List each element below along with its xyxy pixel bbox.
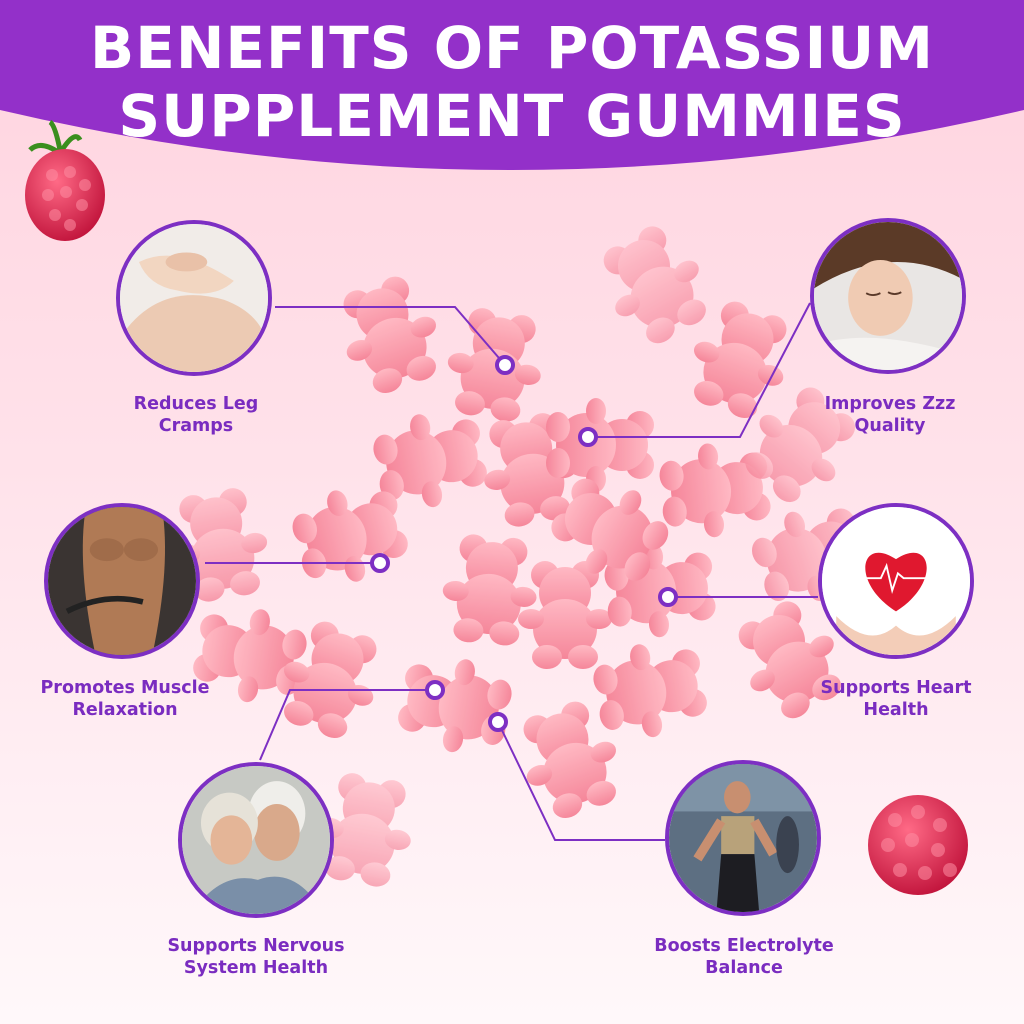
gummy-bear: [368, 404, 492, 516]
gummy-bear: [588, 634, 712, 746]
gummy-bear: [285, 475, 415, 595]
gummy-bear: [539, 462, 681, 598]
gummy-bear: [327, 268, 453, 402]
benefit-label-nervous-system: Supports Nervous System Health: [167, 936, 345, 978]
muscle-man-photo-icon: [44, 503, 200, 659]
benefit-label-electrolyte-balance: Boosts Electrolyte Balance: [654, 936, 834, 978]
legs-photo-icon: [116, 220, 272, 376]
gummy-bear: [587, 214, 723, 356]
benefit-label-leg-cramps: Reduces Leg Cramps: [133, 394, 259, 436]
benefit-label-zzz-quality: Improves Zzz Quality: [824, 394, 956, 436]
connector-lines: [205, 302, 818, 841]
gummy-bear: [267, 613, 393, 747]
connector-dots: [370, 355, 678, 732]
gummy-bear: [439, 303, 551, 427]
title-line-1: BENEFITS OF POTASSIUM: [90, 14, 934, 82]
header-banner: [0, 0, 1024, 170]
raspberry-icon: [868, 795, 968, 895]
benefit-label-muscle-relaxation: Promotes Muscle Relaxation: [40, 678, 210, 720]
title-line-2: SUPPLEMENT GUMMIES: [118, 82, 906, 150]
gummy-bear: [474, 408, 586, 532]
gummy-bear: [657, 438, 773, 542]
benefit-label-heart-health: Supports Heart Health: [820, 678, 972, 720]
gummy-bear: [602, 538, 718, 642]
sleeping-woman-photo-icon: [810, 218, 966, 374]
gummy-bear: [518, 561, 612, 669]
senior-couple-photo-icon: [178, 762, 334, 918]
gummy-bear: [546, 398, 654, 492]
athlete-woman-photo-icon: [665, 760, 821, 916]
gummy-bear: [507, 693, 633, 827]
gummy-bear: [393, 649, 517, 761]
heart-hands-photo-icon: [818, 503, 974, 659]
page-title: BENEFITS OF POTASSIUM SUPPLEMENT GUMMIES: [0, 14, 1024, 150]
gummy-bear: [438, 532, 542, 648]
